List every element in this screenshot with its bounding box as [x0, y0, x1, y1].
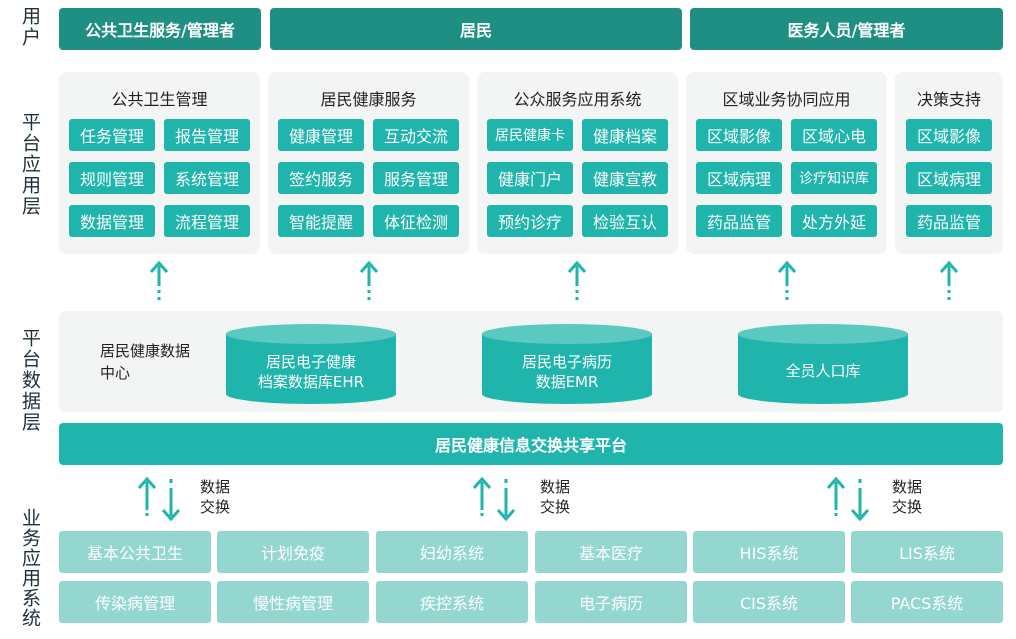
- tile[interactable]: 区域影像: [906, 119, 992, 151]
- user-bar-resident: 居民: [270, 8, 682, 50]
- tile[interactable]: 诊疗知识库: [791, 162, 877, 194]
- bidirectional-arrow-icon: [472, 476, 516, 522]
- database-population[interactable]: 全员人口库: [738, 322, 908, 404]
- bidirectional-arrow-icon: [826, 476, 870, 522]
- up-arrow-icon: [149, 260, 169, 300]
- biz-system-tile[interactable]: HIS系统: [693, 531, 845, 573]
- biz-system-tile[interactable]: 基本公共卫生: [59, 531, 211, 573]
- exchange-label-line: 数据: [540, 478, 571, 496]
- tile[interactable]: 居民健康卡: [487, 119, 573, 151]
- tile[interactable]: 体征检测: [373, 205, 459, 237]
- exchange-label-line: 数据: [892, 478, 923, 496]
- tile[interactable]: 流程管理: [164, 205, 250, 237]
- database-icon: [226, 324, 396, 404]
- tile[interactable]: 处方外延: [791, 205, 877, 237]
- panel-public-health-management: 公共卫生管理 任务管理 报告管理 规则管理 系统管理 数据管理 流程管理: [59, 72, 260, 254]
- biz-system-tile[interactable]: PACS系统: [851, 581, 1003, 623]
- tile[interactable]: 检验互认: [582, 205, 668, 237]
- tile[interactable]: 健康宣教: [582, 162, 668, 194]
- biz-system-tile[interactable]: 妇幼系统: [376, 531, 528, 573]
- panel-title: 区域业务协同应用: [722, 90, 851, 109]
- tile[interactable]: 预约诊疗: [487, 205, 573, 237]
- biz-system-tile[interactable]: 传染病管理: [59, 581, 211, 623]
- data-center-label: 居民健康数据中心: [100, 342, 191, 382]
- database-label-line: 居民电子病历: [521, 353, 612, 371]
- exchange-label-line: 交换: [200, 498, 231, 516]
- up-arrow-icon: [939, 260, 959, 300]
- biz-system-tile[interactable]: CIS系统: [693, 581, 845, 623]
- exchange-label-line: 交换: [540, 498, 571, 516]
- panel-title: 决策支持: [916, 90, 981, 109]
- biz-system-tile[interactable]: 基本医疗: [535, 531, 687, 573]
- biz-system-tile[interactable]: 慢性病管理: [217, 581, 369, 623]
- biz-system-tile[interactable]: 疾控系统: [376, 581, 528, 623]
- panel-resident-health-service: 居民健康服务 健康管理 互动交流 签约服务 服务管理 智能提醒 体征检测: [268, 72, 469, 254]
- database-icon: [482, 324, 652, 404]
- exchange-label: 数据 交换: [892, 477, 932, 517]
- bidirectional-arrow-icon: [137, 476, 181, 522]
- database-label: 居民电子病历 数据EMR: [482, 352, 652, 392]
- biz-system-tile[interactable]: 电子病历: [535, 581, 687, 623]
- tile[interactable]: 药品监管: [696, 205, 782, 237]
- layer-label-data: 平台数据层: [14, 328, 46, 433]
- tile[interactable]: 健康门户: [487, 162, 573, 194]
- database-emr[interactable]: 居民电子病历 数据EMR: [482, 322, 652, 404]
- database-label-line: 居民电子健康: [265, 353, 356, 371]
- panel-title: 公众服务应用系统: [513, 90, 642, 109]
- panel-decision-support: 决策支持 区域影像 区域病理 药品监管: [895, 72, 1003, 254]
- layer-label-user-text: 用户: [19, 6, 41, 48]
- tile[interactable]: 区域心电: [791, 119, 877, 151]
- tile[interactable]: 健康档案: [582, 119, 668, 151]
- layer-label-biz-text: 业务应用系统: [19, 508, 41, 628]
- database-ehr[interactable]: 居民电子健康 档案数据库EHR: [226, 322, 396, 404]
- tile[interactable]: 数据管理: [69, 205, 155, 237]
- panel-title: 公共卫生管理: [111, 90, 208, 109]
- panel-public-service-app: 公众服务应用系统 居民健康卡 健康档案 健康门户 健康宣教 预约诊疗 检验互认: [477, 72, 678, 254]
- tile[interactable]: 服务管理: [373, 162, 459, 194]
- biz-system-tile[interactable]: LIS系统: [851, 531, 1003, 573]
- user-bar-medical-staff: 医务人员/管理者: [690, 8, 1003, 50]
- exchange-label: 数据 交换: [200, 477, 240, 517]
- database-label-line: 档案数据库EHR: [257, 373, 365, 391]
- tile[interactable]: 区域影像: [696, 119, 782, 151]
- layer-label-data-text: 平台数据层: [19, 328, 41, 433]
- database-icon: [738, 324, 908, 404]
- tile[interactable]: 签约服务: [278, 162, 364, 194]
- exchange-label: 数据 交换: [540, 477, 580, 517]
- layer-label-app-text: 平台应用层: [19, 112, 41, 217]
- up-arrow-icon: [567, 260, 587, 300]
- tile[interactable]: 报告管理: [164, 119, 250, 151]
- biz-system-tile[interactable]: 计划免疫: [217, 531, 369, 573]
- tile[interactable]: 互动交流: [373, 119, 459, 151]
- tile[interactable]: 系统管理: [164, 162, 250, 194]
- tile[interactable]: 药品监管: [906, 205, 992, 237]
- layer-label-biz: 业务应用系统: [14, 508, 46, 628]
- tile[interactable]: 规则管理: [69, 162, 155, 194]
- user-bar-public-health: 公共卫生服务/管理者: [59, 8, 261, 50]
- database-label-line: 数据EMR: [535, 373, 599, 391]
- layer-label-app: 平台应用层: [14, 112, 46, 217]
- database-label-line: 全员人口库: [785, 362, 861, 380]
- tile[interactable]: 任务管理: [69, 119, 155, 151]
- tile[interactable]: 区域病理: [696, 162, 782, 194]
- up-arrow-icon: [359, 260, 379, 300]
- tile[interactable]: 智能提醒: [278, 205, 364, 237]
- exchange-label-line: 交换: [892, 498, 923, 516]
- up-arrow-icon: [777, 260, 797, 300]
- panel-regional-collaboration: 区域业务协同应用 区域影像 区域心电 区域病理 诊疗知识库 药品监管 处方外延: [686, 72, 887, 254]
- panel-title: 居民健康服务: [320, 90, 417, 109]
- database-label: 全员人口库: [738, 361, 908, 381]
- exchange-platform-bar: 居民健康信息交换共享平台: [59, 423, 1003, 465]
- tile[interactable]: 区域病理: [906, 162, 992, 194]
- tile[interactable]: 健康管理: [278, 119, 364, 151]
- exchange-label-line: 数据: [200, 478, 231, 496]
- database-label: 居民电子健康 档案数据库EHR: [226, 352, 396, 392]
- layer-label-user: 用户: [14, 6, 46, 48]
